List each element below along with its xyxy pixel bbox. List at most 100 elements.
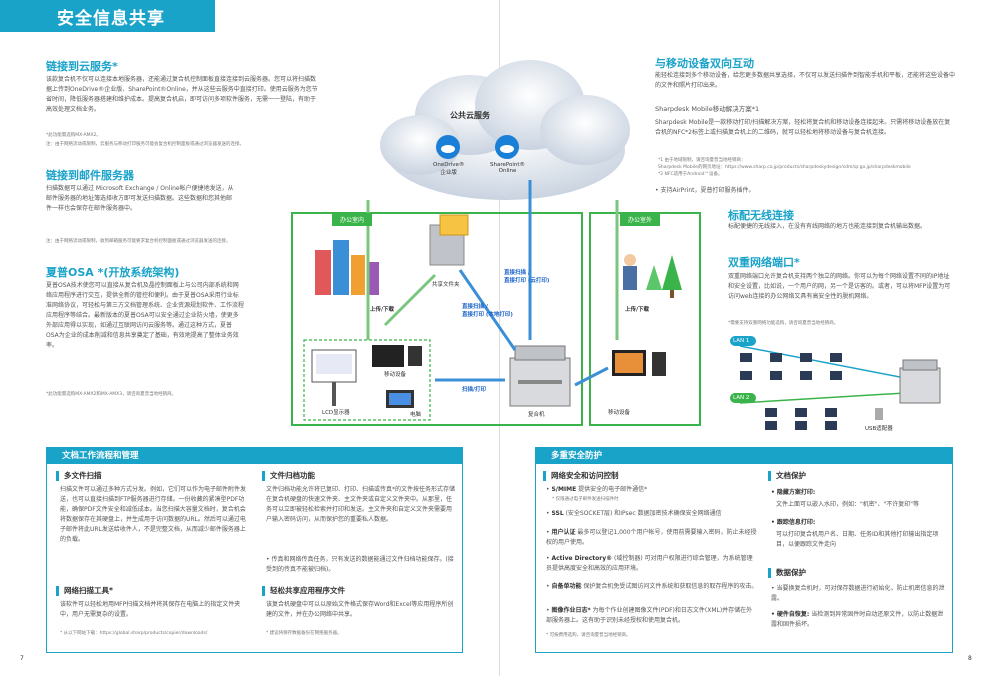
dual-port-body: 双重网络端口允许复合机支持两个独立的网络。你可以为每个网络设置不同的IP地址和安… xyxy=(728,273,951,300)
net-security-heading: 网络安全和访问控制 xyxy=(543,471,619,481)
user-auth-term: 用户认证 xyxy=(551,529,576,536)
doc2-text: 可以打印复合机用户名、日期、任务ID和其他打印输出指定项目，以便跟踪文件走向 xyxy=(776,531,939,548)
person-icon xyxy=(623,254,637,290)
multi-scan-body: 扫描文件可以通过多种方式分发。例如，它们可以作为电子邮件附件发送，也可以直接扫描… xyxy=(60,486,247,543)
osa-heading: 夏普OSA *(开放系统架构) xyxy=(46,266,180,279)
shared-folder-icon xyxy=(429,214,469,266)
updown-label-1: 上传/下载 xyxy=(370,307,395,313)
outdoor-tab: 办公室外 xyxy=(620,213,661,226)
cloud-label: 公共云服务 xyxy=(450,111,490,120)
cloud-shape xyxy=(380,60,630,200)
building-icon xyxy=(315,240,379,295)
wireless-heading: 标配无线连接 xyxy=(728,209,794,222)
indoor-tab: 办公室内 xyxy=(332,213,373,226)
pc-icon xyxy=(386,390,414,408)
doc2-heading: • 跟踪信息打印: xyxy=(771,519,816,526)
dual-lan-diagram xyxy=(730,336,941,430)
security-section-box xyxy=(535,463,953,653)
data2-heading: • 硬件自恢复: xyxy=(771,611,810,618)
mobile-label: 移动设备 xyxy=(384,372,407,378)
osa-note: *此功能需选购MX-AMX2和MX-AMX3，请咨询夏普当地经销商。 xyxy=(46,392,177,397)
workflow-section-box xyxy=(46,463,463,653)
arrow-nas xyxy=(383,273,437,327)
direct-cloud-label-1: 直接扫描 / xyxy=(504,270,530,276)
data-protect-heading: 数据保护 xyxy=(768,568,806,578)
page-banner: 安全信息共享 xyxy=(0,0,215,32)
pc-label: 电脑 xyxy=(410,412,422,418)
usb-adapter-icon xyxy=(875,408,883,420)
filing-heading: 文件归档功能 xyxy=(262,471,315,481)
job-log-term: 图像作业日志* xyxy=(551,607,591,614)
airprint-note: • 支持AirPrint，夏普打印服务插件。 xyxy=(655,187,755,194)
filing-body: 文件归档功能允许将已复印、打印、扫描或传真*的文件按任务形式存储在复合机硬盘的快… xyxy=(266,486,456,523)
pc-icon xyxy=(740,353,842,430)
mfp-icon xyxy=(509,345,571,407)
page-number-left: 7 xyxy=(20,655,24,662)
direct-local-label-1: 直接扫描 / xyxy=(462,304,488,310)
job-log-text: 为每个作业创建图像文件(PDF)和日志文件(XML)并存储在外部服务器上。这有助… xyxy=(546,607,753,624)
ssl-text: (安全SOCKET层) 和IPsec 数据加密技术确保安全网络通信 xyxy=(563,510,722,517)
cloud-heading: 链接到云服务* xyxy=(46,60,118,73)
mfp-label: 复合机 xyxy=(528,412,545,418)
sharepoint-icon xyxy=(495,135,519,159)
lan1-label: LAN 1 xyxy=(733,338,750,344)
page-title: 安全信息共享 xyxy=(57,9,165,29)
mobile-heading: 与移动设备双向互动 xyxy=(655,57,754,70)
self-protect-text: 保护复合机免受试图访问文件系统和获取信息的取存程序的攻击。 xyxy=(581,583,758,590)
cloud-note-2: 注：由于网络流动或限制，云服务与移动打印服务可能会复合机控制面板或通过浏览器发送… xyxy=(46,142,244,147)
tablet-icon xyxy=(612,350,666,376)
smime-term: S/MIME xyxy=(551,486,577,493)
ssl-term: SSL xyxy=(551,510,564,517)
sharpdesk-heading: Sharpdesk Mobile移动解决方案*1 xyxy=(655,105,760,113)
lcd-label: LCD显示器 xyxy=(322,410,350,416)
share-body: 该复合机硬盘中可以以原始文件格式保存Word和Excel等应用程序所创建的文件，… xyxy=(266,601,454,618)
lan2-badge xyxy=(730,393,756,403)
usb-label: USB适配器 xyxy=(865,426,893,432)
lan1-badge xyxy=(730,336,756,346)
scan-print-label: 扫描/打印 xyxy=(462,387,487,393)
dual-port-note: *需要支持双重网络功能选购，请咨询夏普当地经销商。 xyxy=(728,321,839,326)
mail-body: 扫描数据可以通过 Microsoft Exchange / Online帐户便捷… xyxy=(46,185,234,212)
sharpdesk-note-2: Sharpdesk Mobile的网页地址：https://www.sharp.… xyxy=(658,165,911,170)
doc-protect-heading: 文档保护 xyxy=(768,471,806,481)
share-note: * 建议将保存数据备份在网络服务器。 xyxy=(266,631,342,636)
sharpdesk-note-1: *1 由于地域限制，请咨询夏普当地经销商： xyxy=(658,158,746,163)
direct-cloud-label-2: 直接打印 (云打印) xyxy=(504,278,550,284)
onedrive-icon xyxy=(436,135,460,159)
page-number-right: 8 xyxy=(968,655,972,662)
user-auth-text: 最多可以登记1,000个用户帐号，使用前需要输入密码，防止未经授权的用户使用。 xyxy=(546,529,757,546)
direct-local-label-2: 直接打印 (本地打印) xyxy=(462,312,513,318)
job-log-note: * 可按费用选购，请咨询夏普当地经销商。 xyxy=(546,633,631,638)
data1-text: • 当要换复合机时，可对保存数据进行初始化，防止机密信息的泄露。 xyxy=(771,585,945,602)
network-diagram xyxy=(291,60,701,426)
dual-port-heading: 双重网络端口* xyxy=(728,256,800,269)
lcd-display-icon xyxy=(311,349,357,406)
doc1-text: 文件上面可以嵌入水印，例如："机密"、"不许复印"等 xyxy=(776,501,920,508)
indoor-box xyxy=(291,212,583,426)
cloud-body: 该款复合机不仅可以连接本地服务器，还能通过复合机控制面板直接连接到云服务器。您可… xyxy=(46,76,318,113)
onedrive-label: OneDrive® 企业版 xyxy=(433,162,465,176)
net-scan-heading: 网络扫描工具* xyxy=(56,586,113,596)
osa-body: 夏普OSA技术使您可以直接从复合机及晶控制面板上与公司内部系统和网络应用程序进行… xyxy=(46,282,245,349)
page-fold xyxy=(499,0,500,676)
arrow-local-print xyxy=(458,269,517,351)
wireless-body: 标配便捷的无线接入，在没有有线网络的地方也能连接到复合机输出数据。 xyxy=(728,223,927,230)
arrow-mobile xyxy=(574,366,609,387)
smime-text: 提供安全的电子邮件通信* xyxy=(576,486,648,493)
mfp-icon xyxy=(899,359,941,404)
multi-scan-heading: 多文件扫描 xyxy=(56,471,102,481)
sharepoint-label: SharePoint® Online xyxy=(490,162,526,174)
doc1-heading: • 隐藏方案打印: xyxy=(771,489,816,496)
mail-heading: 链接到邮件服务器 xyxy=(46,169,134,182)
share-heading: 轻松共享应用程序文件 xyxy=(262,586,345,596)
cloud-note: *此功能需选购MX-AMX2。 xyxy=(46,133,101,138)
workflow-section-header: 文档工作流程和管理 xyxy=(46,447,463,463)
mobile-device-icon xyxy=(372,345,422,367)
data2-text: 当检测到异常固件时自动还原文件，以防止数据泄露和固件损坏。 xyxy=(771,611,944,628)
self-protect-term: 自备单功能 xyxy=(551,583,582,590)
updown-label-2: 上传/下载 xyxy=(625,307,650,313)
smime-note: * 仅限通过电子邮件发送扫描件时 xyxy=(552,497,619,502)
ad-text: (域控制器) 可对用户权限进行综合管理，为系统管理员提供高度安全和高效的应用环境… xyxy=(546,555,753,572)
ad-term: Active Directory® xyxy=(551,555,613,562)
mobile-label-2: 移动设备 xyxy=(608,410,631,416)
